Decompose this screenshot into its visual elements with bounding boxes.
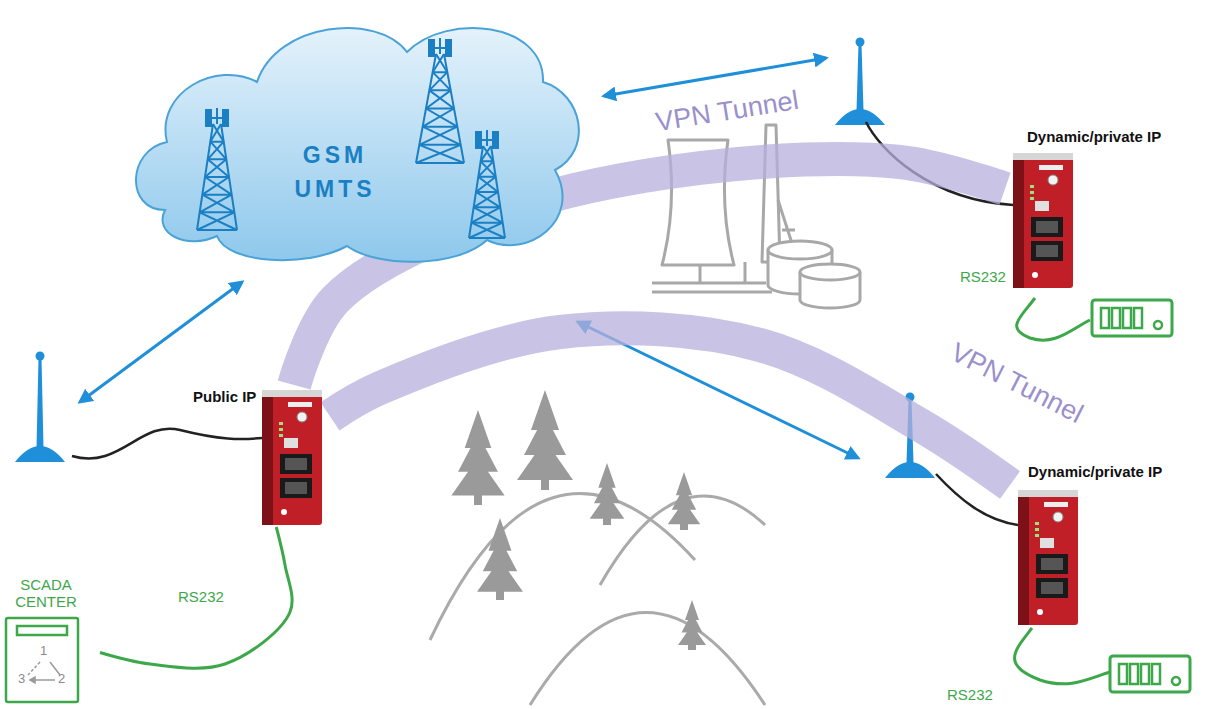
ip-label: Dynamic/private IP — [1027, 128, 1161, 146]
pine-tree — [678, 600, 706, 650]
callout-number: 3 — [18, 672, 25, 686]
hills — [430, 494, 765, 705]
vpn-tunnel — [330, 328, 1010, 485]
network-cloud: GSM UMTS — [125, 10, 585, 265]
node-outline — [1005, 125, 1190, 300]
node-outline — [1010, 460, 1190, 630]
cycle-lines — [28, 662, 60, 683]
trees — [451, 390, 706, 650]
ip-label: Dynamic/private IP — [1028, 463, 1162, 481]
serial-cables — [1015, 298, 1110, 684]
pine-tree — [517, 390, 573, 490]
cell-tower — [469, 130, 505, 238]
node-outline — [190, 385, 330, 527]
pine-tree — [451, 410, 504, 505]
cable-label: RS232 — [945, 686, 995, 704]
cell-tower — [416, 38, 464, 163]
serial-cable — [100, 527, 292, 668]
remote-router: Dynamic/private IP — [1010, 460, 1190, 630]
scada-label: SCADA CENTER — [4, 576, 88, 610]
remote-router: Dynamic/private IP — [1005, 125, 1190, 300]
cloud-shape — [136, 28, 579, 262]
cell-tower — [197, 108, 237, 230]
scada-center: SCADA CENTER 12 3 — [0, 576, 100, 706]
central-router: Public IP — [190, 385, 330, 527]
router-device — [262, 390, 322, 525]
tunnel-label: VPN Tunnel — [654, 85, 801, 137]
scada-slot — [17, 626, 67, 635]
network-name: GSM UMTS — [285, 138, 385, 206]
callout-number: 2 — [58, 672, 65, 686]
antenna — [835, 38, 885, 126]
field-device — [1110, 656, 1190, 692]
node-outline — [125, 10, 585, 265]
pine-tree — [590, 463, 625, 525]
tunnel-label: VPN Tunnel — [946, 337, 1088, 429]
scada-cabinet — [6, 618, 78, 702]
cable-label: RS232 — [176, 588, 226, 606]
pine-tree — [668, 472, 700, 530]
router-device — [1018, 490, 1078, 625]
callout-number: 1 — [40, 644, 47, 658]
field-device — [1092, 300, 1172, 336]
ip-label: Public IP — [193, 388, 256, 406]
cable-label: RS232 — [958, 268, 1008, 286]
antenna — [15, 352, 65, 463]
router-device — [1013, 153, 1073, 288]
pine-tree — [477, 518, 523, 600]
